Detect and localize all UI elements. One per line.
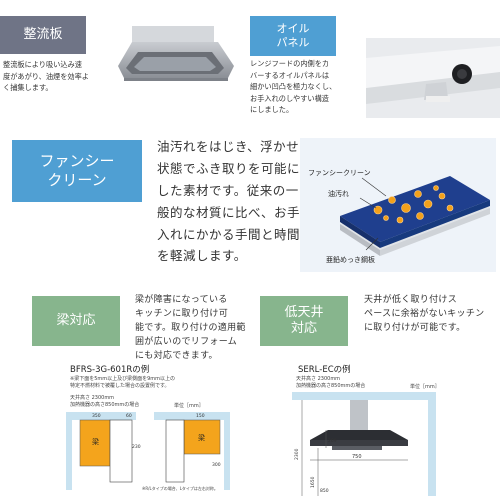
fancy-title-line: ファンシー [39, 152, 115, 171]
dim-label: 209 [328, 438, 337, 444]
lowceil-line: 天井が低く取り付けス [364, 295, 458, 305]
beam-label: 梁 [92, 437, 99, 446]
oil-title-box: オイル パネル [250, 16, 336, 56]
fancy-line: 油汚れをはじき、浮かせた [157, 139, 313, 154]
lowceil-title-line: 対応 [290, 321, 317, 336]
dim-label: 750 [352, 454, 362, 460]
beam-line: 囲が広いのでリフォーム [135, 336, 238, 347]
beam-title: 梁対応 [56, 312, 96, 328]
seiryu-line: 度があがり、油煙を効率よ [3, 71, 89, 81]
lowceil-spec-line: 天井高さ 2300mm [296, 376, 341, 382]
beam-spec-line: 加熱機器の高さ850mmの場合 [70, 402, 140, 408]
fancy-line: 般的な材質に比べ、お手 [157, 204, 301, 220]
oil-title-line: パネル [276, 36, 310, 49]
lowceil-diagram: 750 209 2300 1650 850 [292, 392, 436, 496]
label-oil-stain: 油汚れ [328, 189, 349, 198]
beam-line: キッチンに取り付け可 [135, 308, 229, 319]
lowceil-title-box: 低天井 対応 [260, 296, 348, 346]
lowceil-description: 天井が低く取り付けス ペースに余裕がないキッチン に取り付けが可能です。 [364, 294, 498, 336]
seiryu-title: 整流板 [23, 26, 63, 42]
dim-label: 150 [196, 413, 205, 419]
lowceil-spec-line: 加熱機器の高さ850mmの場合 [296, 383, 366, 389]
oil-panel-photo [366, 38, 500, 118]
beam-line: 梁が障害になっている [135, 295, 228, 305]
beam-example-title: BFRS-3G-601Rの例 [70, 365, 150, 375]
beam-note-line: 特定不燃材料で被覆した場合の設置例です。 [70, 383, 170, 389]
beam-footnote: ※R/Lタイプの場合、Lタイプは左右対称。 [142, 485, 218, 491]
seiryu-description: 整流板により吸い込み速 度があがり、油煙を効率よ く捕集します。 [3, 59, 118, 94]
label-steel-plate: 亜鉛めっき鋼板 [326, 255, 375, 264]
beam-diagram: 梁 350 60 230 梁 150 300 ※R/Lタイプの場合、Lタイプは左… [66, 412, 230, 491]
lowceil-line: に取り付けが可能です。 [364, 322, 466, 333]
beam-title-box: 梁対応 [32, 296, 120, 346]
dim-label: 230 [132, 444, 141, 450]
oil-line: にしました。 [250, 105, 294, 115]
seiryu-title-box: 整流板 [0, 16, 86, 54]
seiryu-line: 整流板により吸い込み速 [3, 60, 82, 69]
beam-description: 梁が障害になっている キッチンに取り付け可 能です。取り付けの適用範 囲が広いの… [135, 294, 263, 364]
fancy-line: 状態でふき取りを可能に [157, 160, 301, 176]
oil-line: お手入れのしやすい構造 [250, 93, 329, 103]
range-hood-photo [118, 26, 234, 81]
fancy-description: 油汚れをはじき、浮かせた 状態でふき取りを可能に した素材です。従来の一 般的な… [157, 136, 327, 267]
dim-label: 300 [212, 462, 221, 468]
beam-spec-line: 天井高さ 2300mm [70, 395, 115, 401]
seiryu-line: く捕集します。 [3, 83, 53, 93]
beam-spec: 天井高さ 2300mm 加熱機器の高さ850mmの場合 [70, 395, 190, 409]
oil-line: 細かい凹凸を極力なくし、 [250, 82, 337, 92]
dim-label: 2300 [294, 448, 300, 460]
fancy-line: を軽減します。 [157, 248, 247, 264]
dim-label: 60 [126, 413, 132, 419]
fancy-title-box: ファンシー クリーン [12, 140, 142, 202]
dim-label: 350 [92, 413, 101, 419]
dim-label: 1650 [310, 476, 316, 488]
beam-note-line: ※梁下面を5mm以上及び梁側面を9mm以上の [70, 376, 176, 382]
oil-line: レンジフードの内側をカ [250, 59, 330, 68]
beam-line: にも対応できます。 [135, 350, 218, 361]
fancy-line: 入れにかかる手間と時間 [157, 226, 301, 242]
lowceil-line: ペースに余裕がないキッチン [364, 308, 485, 319]
lowceil-spec: 天井高さ 2300mm 加熱機器の高さ850mmの場合 [296, 376, 416, 390]
lowceil-example-title: SERL-ECの例 [298, 365, 351, 375]
lowceil-unit: 単位［mm］ [410, 384, 440, 390]
oil-title-line: オイル [276, 22, 310, 36]
fancy-clean-diagram: ファンシークリーン 油汚れ 亜鉛めっき鋼板 [300, 138, 496, 272]
oil-line: バーするオイルパネルは [250, 70, 330, 80]
label-fancy-coating: ファンシークリーン [308, 169, 371, 177]
lowceil-title-line: 低天井 [284, 304, 324, 320]
beam-notes: ※梁下面を5mm以上及び梁側面を9mm以上の 特定不燃材料で被覆した場合の設置例… [70, 376, 250, 390]
beam-unit: 単位［mm］ [174, 403, 204, 409]
fancy-line: した素材です。従来の一 [157, 182, 299, 198]
fancy-title-line: クリーン [47, 171, 107, 189]
dim-label: 850 [320, 488, 329, 494]
beam-line: 能です。取り付けの適用範 [135, 322, 246, 333]
oil-description: レンジフードの内側をカ バーするオイルパネルは 細かい凹凸を極力なくし、 お手入… [250, 58, 365, 116]
beam-label: 梁 [198, 433, 205, 442]
